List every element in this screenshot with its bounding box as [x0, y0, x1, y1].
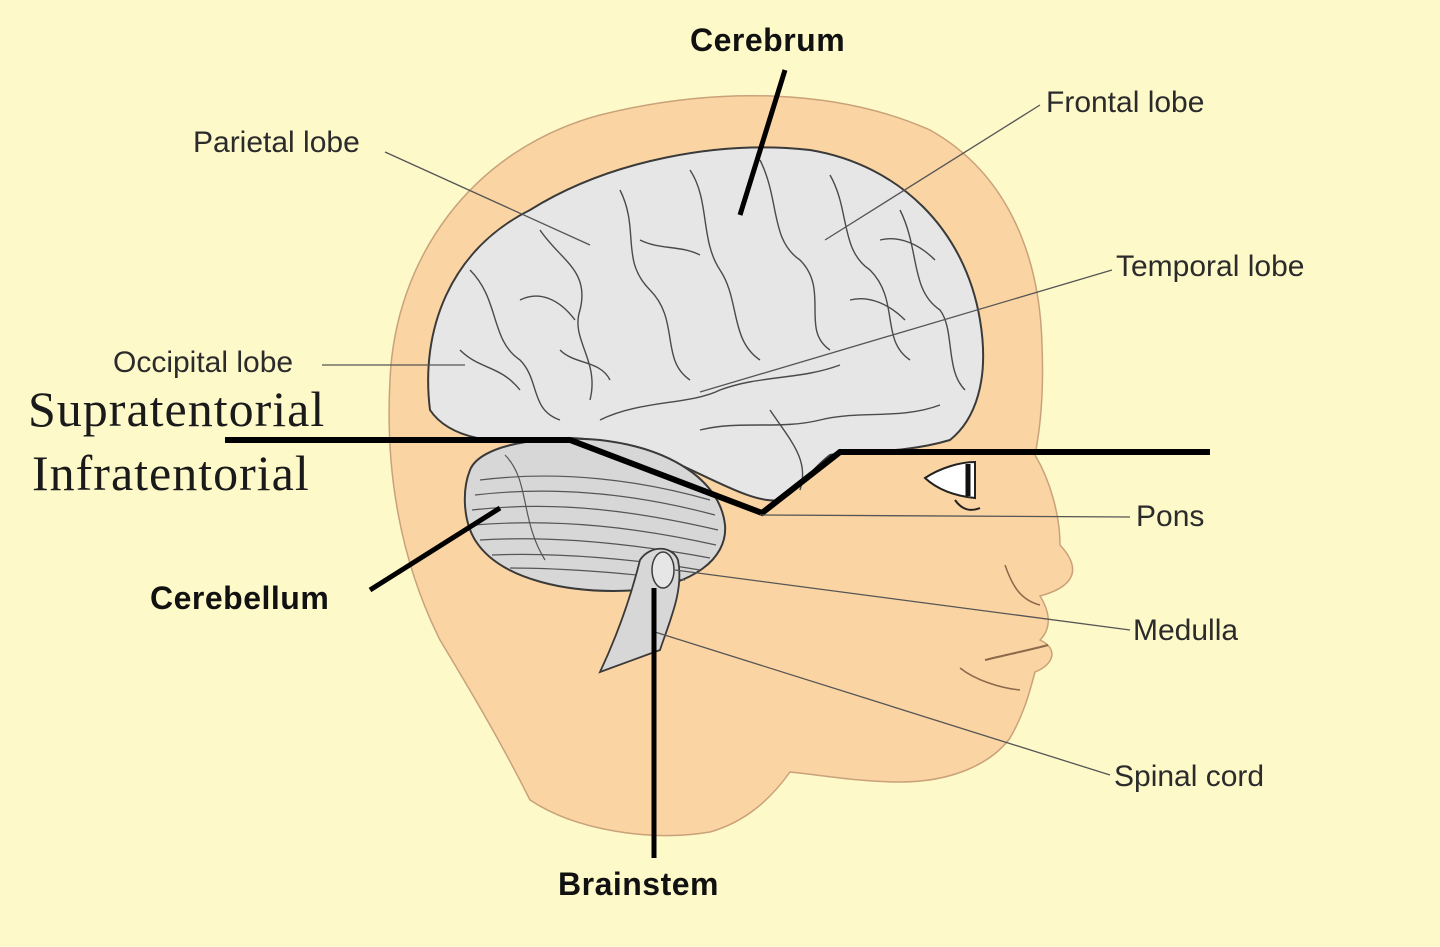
leader-frontal — [824, 104, 1041, 241]
label-occipital-lobe: Occipital lobe — [113, 346, 294, 379]
chin-line — [959, 667, 1021, 691]
label-brainstem: Brainstem — [558, 866, 719, 902]
medulla-shape — [651, 551, 675, 589]
leader-temporal — [699, 269, 1113, 393]
label-supratentorial: Supratentorial — [28, 381, 326, 437]
eye — [923, 460, 976, 500]
label-spinal-cord: Spinal cord — [1114, 760, 1265, 793]
label-cerebrum: Cerebrum — [690, 22, 846, 58]
brain-folds — [459, 159, 966, 491]
leader-cerebrum — [737, 69, 788, 216]
label-parietal-lobe: Parietal lobe — [193, 126, 360, 159]
bold-leader-lines — [368, 69, 788, 858]
label-temporal-lobe: Temporal lobe — [1116, 250, 1305, 283]
leader-spinal-cord — [654, 631, 1111, 776]
nostril-line — [1004, 564, 1041, 606]
lip-line — [984, 644, 1049, 661]
label-pons: Pons — [1136, 500, 1205, 533]
leader-medulla — [674, 569, 1131, 631]
label-cerebellum: Cerebellum — [150, 580, 330, 616]
label-infratentorial: Infratentorial — [32, 445, 310, 501]
leader-cerebellum — [368, 505, 502, 593]
label-frontal-lobe: Frontal lobe — [1046, 86, 1205, 119]
eyelid — [954, 499, 981, 511]
leader-parietal — [384, 151, 591, 246]
label-medulla: Medulla — [1133, 614, 1239, 647]
leader-pons — [759, 514, 1131, 518]
tentorium-line — [225, 437, 1210, 517]
leader-lines — [322, 104, 1131, 776]
